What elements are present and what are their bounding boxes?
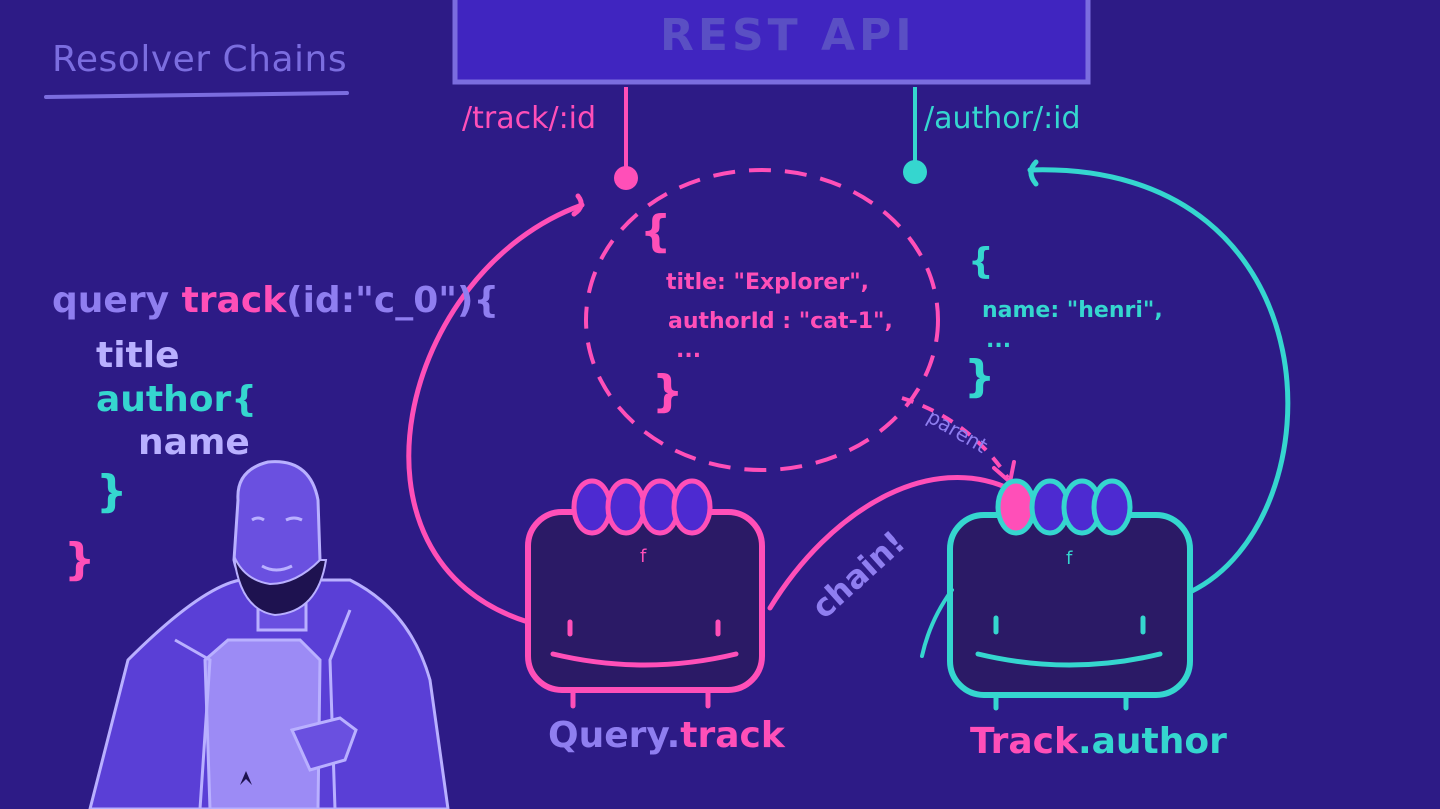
author-object-open: { xyxy=(968,241,994,282)
query-args: (id:"c_0"){ xyxy=(286,280,500,321)
query-line-title: title xyxy=(96,335,180,376)
query-track-label-prefix: Query. xyxy=(548,715,681,756)
author-endpoint-dot xyxy=(903,160,927,184)
track-object-line-3: ... xyxy=(676,338,702,363)
query-keyword: query xyxy=(52,280,170,321)
rest-api-label: REST API xyxy=(660,10,916,61)
query-track-loop xyxy=(406,202,585,625)
track-object-open: { xyxy=(640,206,672,257)
rest-api-box xyxy=(452,0,1091,85)
query-track-label-suffix: track xyxy=(680,715,785,756)
title-underline xyxy=(44,91,349,99)
track-response-circle xyxy=(584,168,940,472)
query-close-inner: } xyxy=(96,466,128,517)
track-author-resolver xyxy=(920,478,1193,711)
query-field: track xyxy=(181,280,287,321)
character-illustration xyxy=(88,460,450,809)
query-line-name: name xyxy=(138,422,250,463)
query-track-resolver xyxy=(525,478,765,709)
chain-connector xyxy=(767,474,1015,611)
track-object-line-2: authorId : "cat-1", xyxy=(668,309,893,334)
page-title: Resolver Chains xyxy=(52,39,348,80)
query-track-label: Query.track xyxy=(548,718,785,754)
track-author-fn-label: f xyxy=(1066,548,1073,569)
author-object-line-1: name: "henri", xyxy=(982,298,1163,323)
query-line-1: query track(id:"c_0"){ xyxy=(52,283,499,319)
track-endpoint-dot xyxy=(614,166,638,190)
query-track-fn-label: f xyxy=(640,546,647,567)
author-endpoint-label: /author/:id xyxy=(924,101,1081,136)
author-object-line-2: ... xyxy=(986,328,1012,353)
parent-arrow xyxy=(901,396,1010,480)
track-author-label: Track.author xyxy=(970,724,1227,760)
track-object-close: } xyxy=(652,366,684,417)
track-author-label-suffix: .author xyxy=(1077,721,1227,762)
track-endpoint-label: /track/:id xyxy=(462,101,597,136)
author-object-close: } xyxy=(964,351,996,402)
query-line-author: author{ xyxy=(96,379,257,420)
query-close-outer: } xyxy=(64,534,96,585)
track-author-loop xyxy=(1027,167,1291,595)
track-author-label-prefix: Track xyxy=(970,721,1078,762)
track-object-line-1: title: "Explorer", xyxy=(666,270,870,295)
